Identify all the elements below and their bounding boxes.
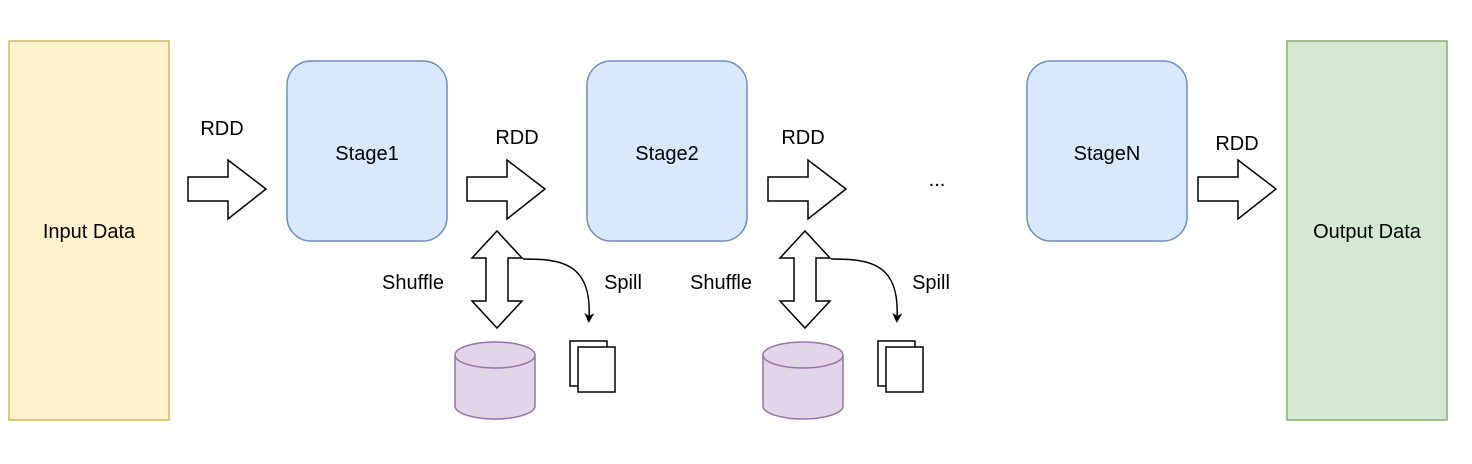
rdd-arrow-2: RDD	[466, 127, 547, 221]
rdd-label-2: RDD	[495, 127, 538, 149]
document-front	[885, 346, 924, 393]
stageN-label: StageN	[1074, 143, 1141, 165]
input-data-label: Input Data	[43, 221, 136, 243]
output-data-box	[1286, 40, 1448, 421]
stage1-label: Stage1	[335, 143, 398, 165]
cylinder-top	[762, 341, 844, 369]
double-arrow-vertical-icon	[470, 229, 524, 330]
spill-label-2: Spill	[912, 272, 950, 294]
shuffle-label-2: Shuffle	[690, 272, 752, 294]
document-stack-icon	[569, 340, 616, 393]
stage1-box	[286, 60, 448, 242]
document-stack-icon	[877, 340, 924, 393]
input-data-box	[8, 40, 170, 421]
block-arrow-right-icon	[767, 158, 848, 221]
stage2-label: Stage2	[635, 143, 698, 165]
stage1-node: Stage1	[286, 60, 448, 242]
cylinder-body	[762, 355, 844, 420]
database-cylinder-icon	[454, 341, 536, 420]
output-data-node: Output Data	[1286, 40, 1448, 421]
shuffle-group-1: Shuffle Spill	[382, 229, 642, 420]
double-arrow-vertical-icon	[778, 229, 832, 330]
stage2-node: Stage2	[586, 60, 748, 242]
rdd-label-3: RDD	[781, 127, 824, 149]
database-cylinder-icon	[762, 341, 844, 420]
block-arrow-right-icon	[466, 158, 547, 221]
rdd-arrow-3: RDD	[767, 127, 848, 221]
stageN-node: StageN	[1026, 60, 1188, 242]
cylinder-body	[454, 355, 536, 420]
curved-arrow-icon	[830, 258, 903, 323]
rdd-arrow-4: RDD	[1197, 133, 1278, 221]
stage2-box	[586, 60, 748, 242]
block-arrow-right-icon	[1197, 158, 1278, 221]
cylinder-top	[454, 341, 536, 369]
ellipsis-label: ...	[929, 169, 946, 191]
rdd-label-4: RDD	[1215, 133, 1258, 155]
spill-label-1: Spill	[604, 272, 642, 294]
document-front	[577, 346, 616, 393]
curved-arrow-icon	[522, 258, 595, 323]
input-data-node: Input Data	[8, 40, 170, 421]
output-data-label: Output Data	[1313, 221, 1422, 243]
rdd-label-1: RDD	[200, 118, 243, 140]
shuffle-group-2: Shuffle Spill	[690, 229, 950, 420]
shuffle-label-1: Shuffle	[382, 272, 444, 294]
block-arrow-right-icon	[187, 158, 268, 221]
stageN-box	[1026, 60, 1188, 242]
rdd-arrow-1: RDD	[187, 118, 268, 221]
